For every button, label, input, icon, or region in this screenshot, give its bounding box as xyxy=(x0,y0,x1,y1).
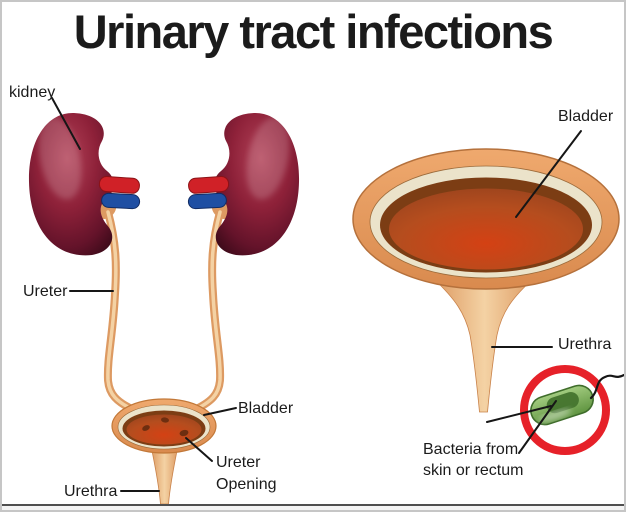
label-urethra-large: Urethra xyxy=(558,336,612,353)
urethra-large xyxy=(433,276,537,413)
bottom-edge-line xyxy=(2,504,624,506)
renal-artery xyxy=(98,175,140,194)
right-kidney-unit xyxy=(188,113,299,411)
ureter-highlight xyxy=(106,210,138,413)
label-bacteria-line2: skin or rectum xyxy=(423,462,524,479)
bacteria-icon xyxy=(530,384,594,426)
bladder-small-urine xyxy=(126,414,202,445)
label-urethra-small: Urethra xyxy=(64,483,118,500)
bladder-large-urine xyxy=(389,188,583,270)
pointer-line-bladder-small xyxy=(203,407,237,416)
label-ureter: Ureter xyxy=(23,283,68,300)
kidney-gloss-highlight xyxy=(38,116,82,200)
bacteria-flagellum xyxy=(589,373,624,400)
bacteria-sheen xyxy=(538,408,572,423)
label-ureter-opening: Ureter Opening xyxy=(216,452,277,496)
renal-vein xyxy=(101,192,141,210)
pointer-line-kidney xyxy=(51,97,81,150)
label-ureter-opening-line2: Opening xyxy=(216,476,277,493)
pointer-lines xyxy=(51,97,582,492)
label-bladder-small: Bladder xyxy=(238,400,294,417)
page-title: Urinary tract infections xyxy=(73,5,554,58)
label-bladder-large: Bladder xyxy=(558,108,614,125)
label-ureter-opening-line1: Ureter xyxy=(216,454,261,471)
label-bacteria: Bacteria from skin or rectum xyxy=(423,439,523,481)
pointer-line-bacteria-label xyxy=(518,400,557,454)
urethra-small xyxy=(150,445,179,505)
label-bacteria-line1: Bacteria from xyxy=(423,441,519,458)
alert-circle xyxy=(520,365,610,455)
left-kidney-unit xyxy=(28,112,141,415)
bladder-small xyxy=(111,398,217,454)
label-kidney: kidney xyxy=(9,84,56,101)
pointer-line-bladder-large xyxy=(515,130,582,218)
bladder-large xyxy=(352,148,620,290)
ureter-openings xyxy=(142,417,189,437)
bacteria-inner xyxy=(546,392,579,414)
pointer-line-ureter-opening xyxy=(185,437,213,462)
pointer-line-urethra-to-bacteria xyxy=(486,405,552,423)
bottom-margin-strip xyxy=(2,506,624,510)
